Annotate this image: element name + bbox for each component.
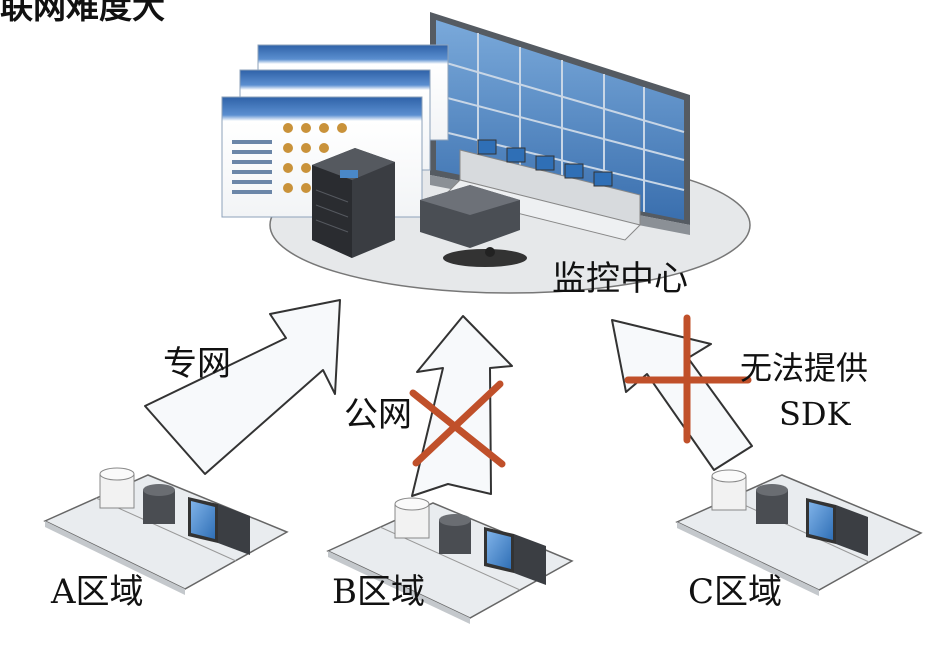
operator-console <box>444 139 641 241</box>
blocked-x-mark <box>409 380 506 468</box>
storage-device-dark <box>439 514 471 554</box>
station-b <box>326 497 574 624</box>
blocked-cross-mark <box>624 314 752 444</box>
keyboard-controller <box>443 247 527 267</box>
public-network-label: 公网 <box>344 395 412 435</box>
monitoring-center-label: 监控中心 <box>552 259 688 299</box>
storage-device-dark <box>143 484 175 524</box>
private-network-label: 专网 <box>163 344 231 384</box>
link-arrow-private <box>144 299 341 475</box>
workstation-monitor <box>806 498 868 556</box>
zone-c-label: C区域 <box>688 572 783 612</box>
storage-device-dark <box>756 484 788 524</box>
link-arrow-sdk <box>611 319 753 471</box>
decoder-box <box>420 185 520 248</box>
station-a <box>43 467 289 595</box>
sdk-label: SDK <box>779 395 851 433</box>
storage-device-white <box>711 469 747 511</box>
workstation-monitor <box>188 497 250 555</box>
workstation-monitor <box>484 527 546 585</box>
partial-title: 联网难度大 <box>0 0 165 26</box>
zone-b-label: B区域 <box>332 572 425 612</box>
storage-device-white <box>394 497 430 539</box>
monitoring-center <box>221 12 751 294</box>
zone-a-label: A区域 <box>51 572 144 612</box>
no-sdk-label: 无法提供 <box>740 349 869 387</box>
server-rack <box>312 148 395 258</box>
station-c <box>675 469 923 596</box>
storage-device-white <box>99 467 135 509</box>
